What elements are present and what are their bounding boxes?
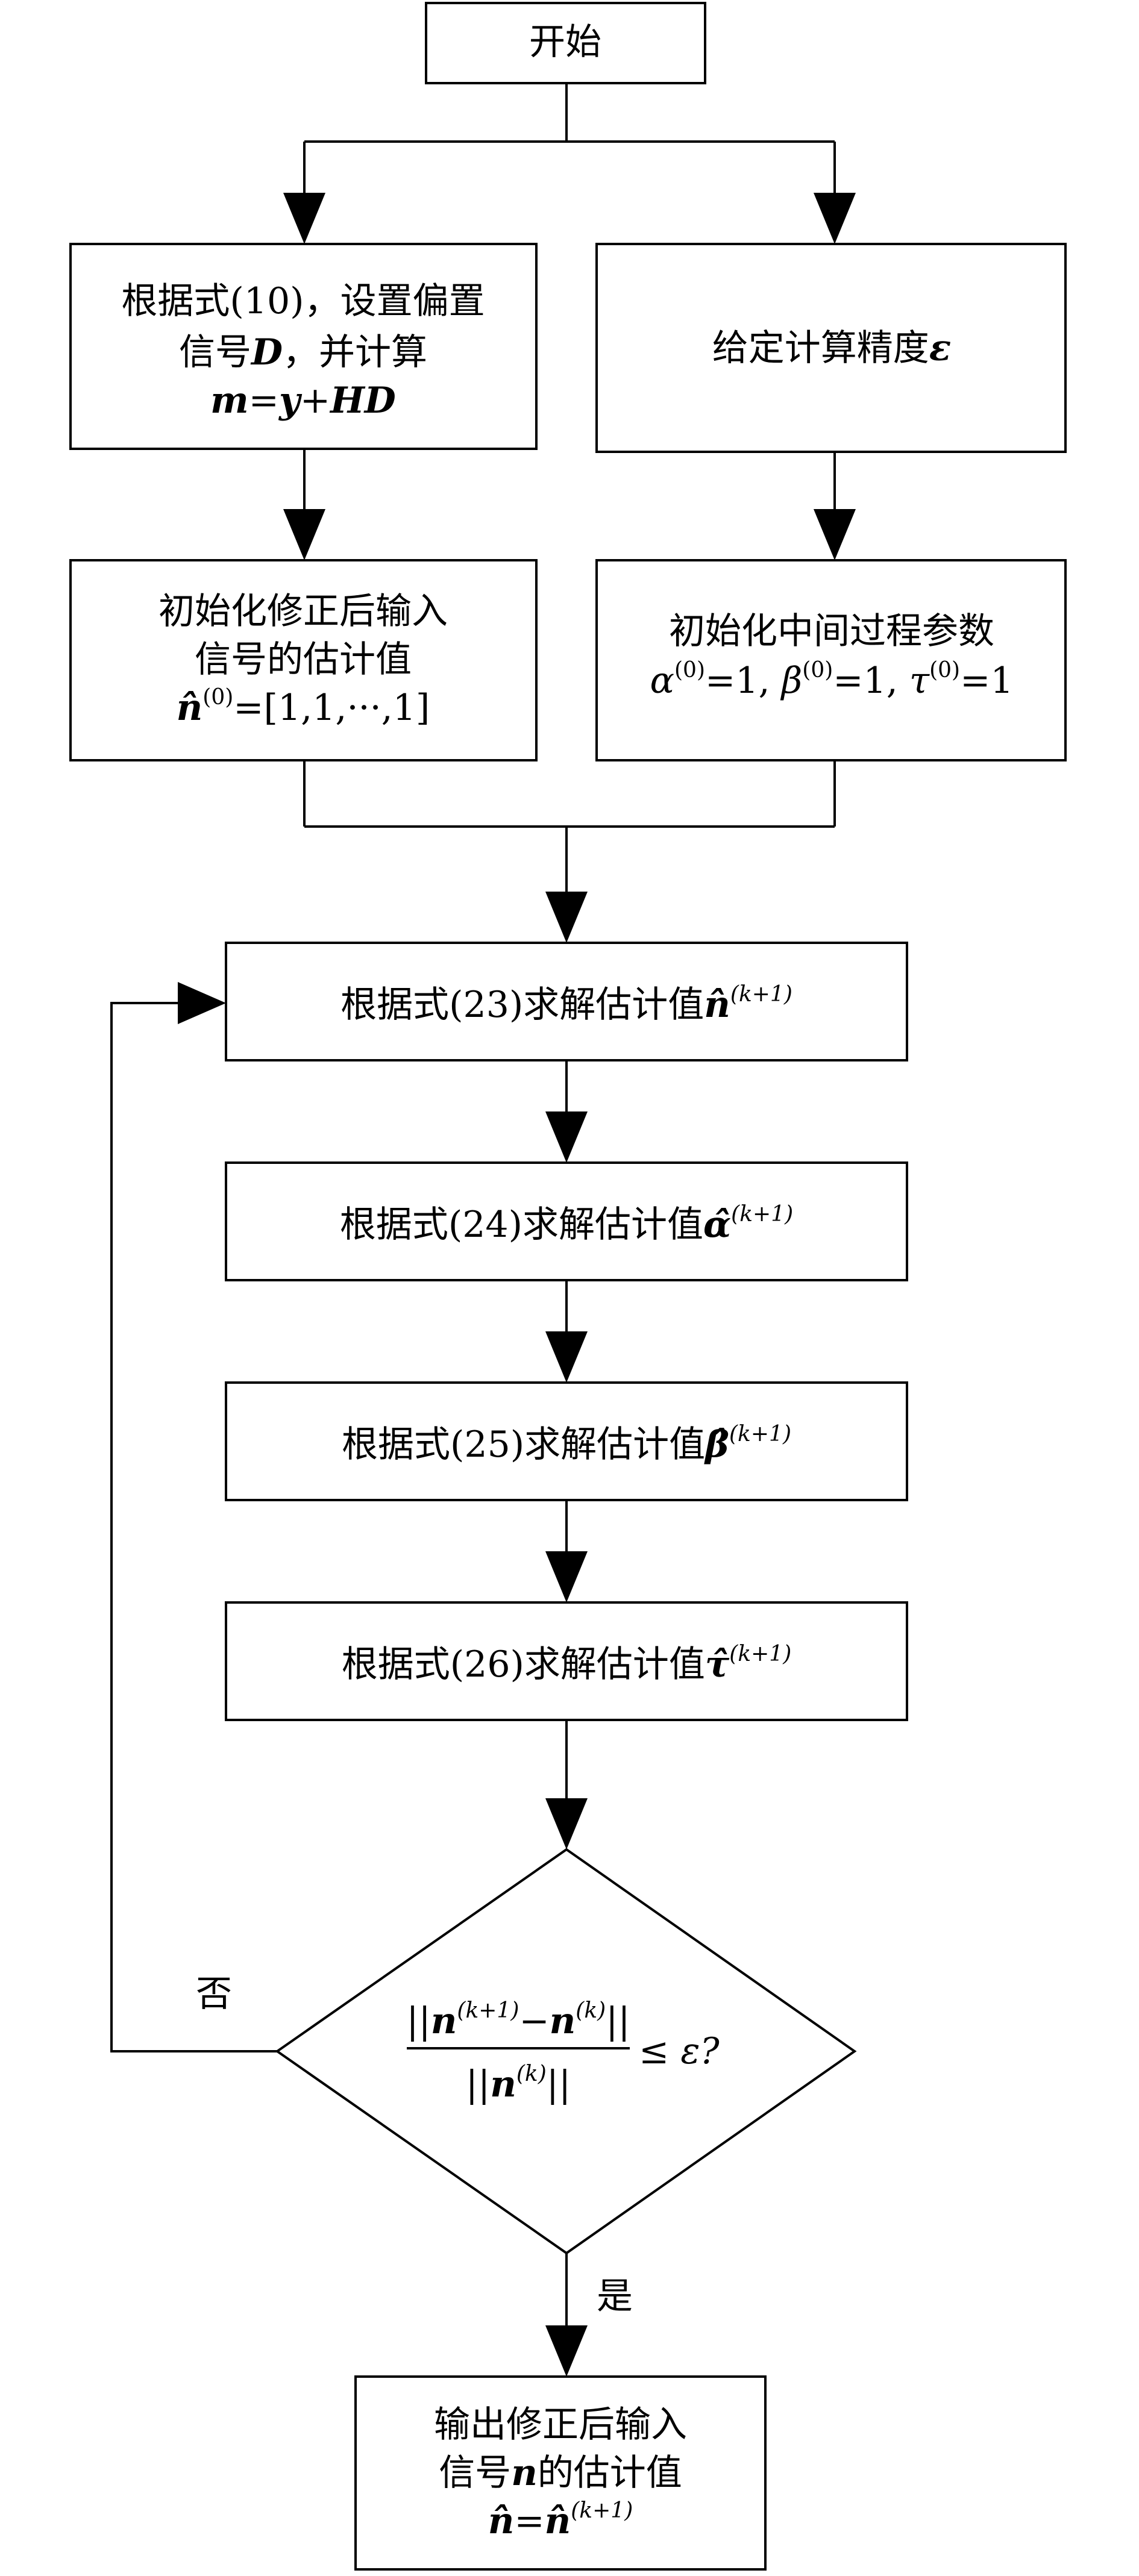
solve-n-label: 根据式(23)求解估计值n̂(k+1) <box>340 982 792 1026</box>
arrow-to-solve-n <box>545 892 588 943</box>
arrow-to-set-bias <box>283 193 325 244</box>
node-decision: ||n(k+1)−n(k)|| ||n(k)|| ≤ ε? <box>275 1848 857 2255</box>
decision-numerator: ||n(k+1)−n(k)|| <box>406 1998 630 2042</box>
arrow-to-solve-alpha <box>545 1111 588 1163</box>
output-line2: 信号n的估计值 <box>439 2452 682 2494</box>
output-line3: n̂=n̂(k+1) <box>488 2498 633 2542</box>
arrow-to-solve-beta <box>545 1331 588 1383</box>
set-bias-line3: m=y+HD <box>210 380 396 422</box>
init-params-line1: 初始化中间过程参数 <box>669 610 994 652</box>
connectors <box>110 84 856 2377</box>
init-estimate-line3: n̂(0)=[1,1,···,1] <box>177 685 430 729</box>
arrow-to-solve-tau <box>545 1551 588 1602</box>
solve-alpha-label: 根据式(24)求解估计值α̂(k+1) <box>340 1202 793 1246</box>
node-output: 输出修正后输入 信号n的估计值 n̂=n̂(k+1) <box>354 2375 767 2571</box>
node-set-bias: 根据式(10)，设置偏置 信号D，并计算 m=y+HD <box>69 243 538 450</box>
node-init-estimate: 初始化修正后输入 信号的估计值 n̂(0)=[1,1,···,1] <box>69 559 538 761</box>
solve-tau-label: 根据式(26)求解估计值τ̂(k+1) <box>342 1642 792 1686</box>
edge-feedback-loop <box>110 1002 277 2052</box>
node-solve-tau: 根据式(26)求解估计值τ̂(k+1) <box>225 1601 908 1721</box>
set-bias-line1: 根据式(10)，设置偏置 <box>121 280 485 322</box>
init-estimate-line2: 信号的估计值 <box>195 639 412 681</box>
set-precision-label: 给定计算精度ε <box>712 327 951 369</box>
label-yes: 是 <box>597 2275 633 2318</box>
solve-beta-label: 根据式(25)求解估计值β̂(k+1) <box>342 1422 791 1466</box>
node-solve-beta: 根据式(25)求解估计值β̂(k+1) <box>225 1381 908 1501</box>
output-line1: 输出修正后输入 <box>434 2404 687 2446</box>
arrow-to-decision <box>545 1798 588 1849</box>
label-no: 否 <box>196 1973 232 2015</box>
decision-denominator: ||n(k)|| <box>466 2062 571 2106</box>
arrow-to-set-precision <box>814 193 856 244</box>
start-label: 开始 <box>529 21 601 63</box>
arrow-to-init-params <box>814 509 856 560</box>
set-bias-line2: 信号D，并计算 <box>179 331 427 374</box>
node-set-precision: 给定计算精度ε <box>595 243 1067 453</box>
init-params-line2: α(0)=1, β(0)=1, τ(0)=1 <box>650 658 1013 702</box>
arrow-to-output <box>545 2325 588 2377</box>
node-init-params: 初始化中间过程参数 α(0)=1, β(0)=1, τ(0)=1 <box>595 559 1067 761</box>
node-start: 开始 <box>425 2 706 84</box>
arrow-feedback-to-solve-n <box>178 982 226 1024</box>
decision-relation: ≤ ε? <box>639 2030 720 2072</box>
arrow-to-init-estimate <box>283 509 325 560</box>
node-solve-n: 根据式(23)求解估计值n̂(k+1) <box>225 942 908 1061</box>
node-solve-alpha: 根据式(24)求解估计值α̂(k+1) <box>225 1161 908 1281</box>
init-estimate-line1: 初始化修正后输入 <box>158 590 448 633</box>
